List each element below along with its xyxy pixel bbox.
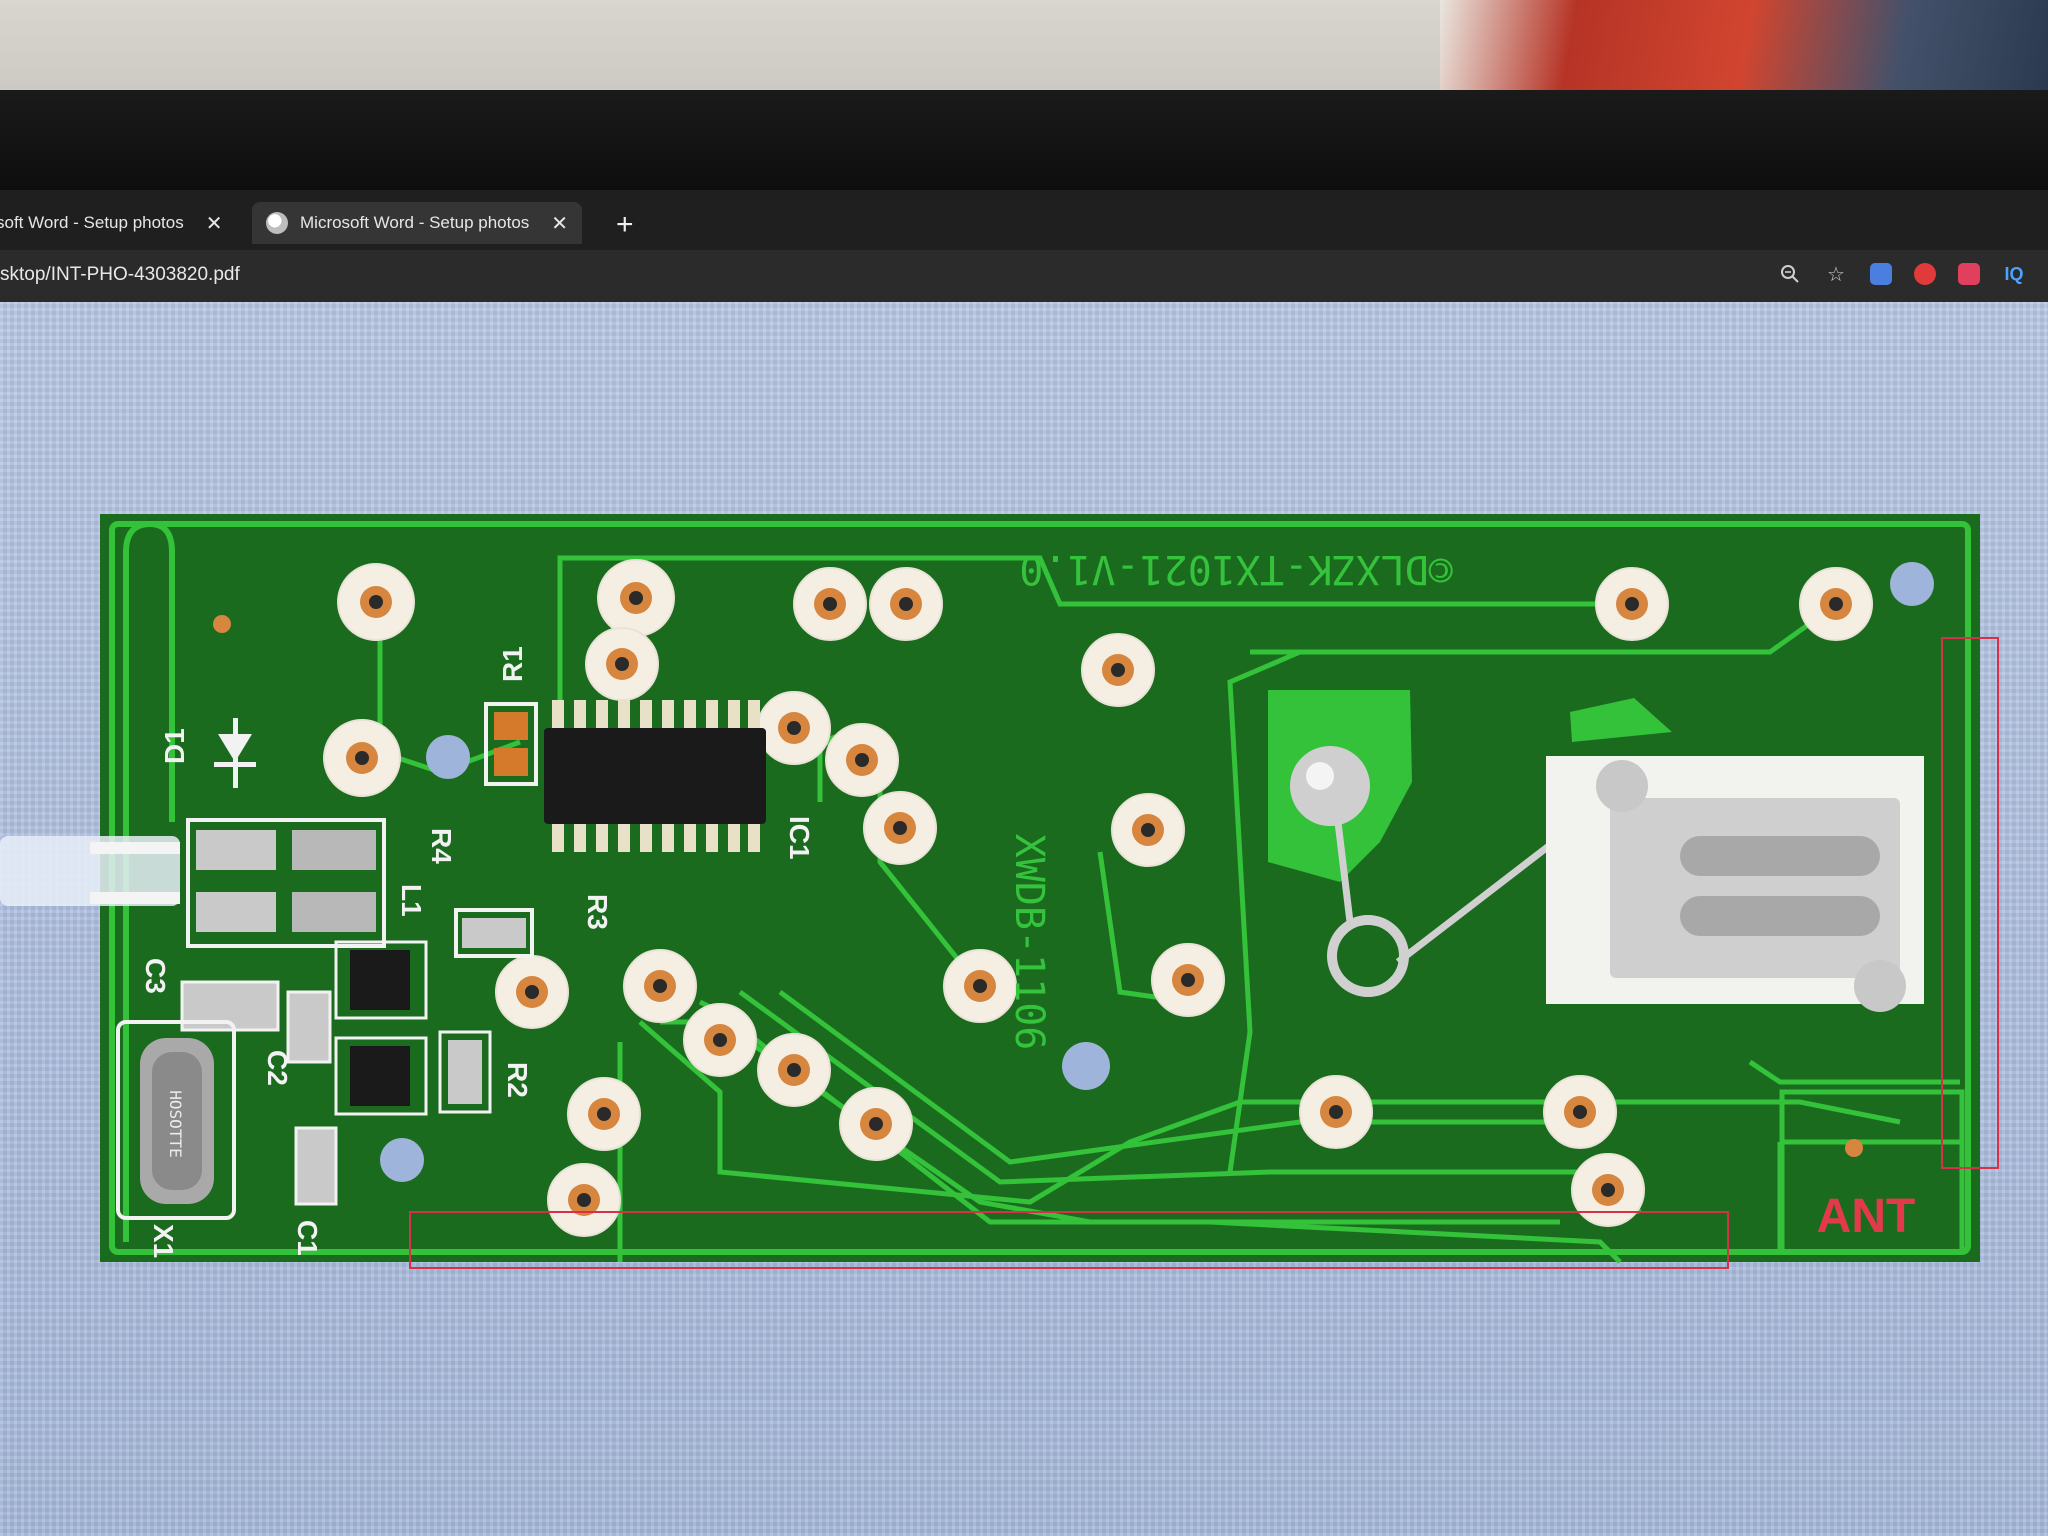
zoom-icon[interactable] [1778, 262, 1802, 286]
board-model-label: XWDB-1106 [1006, 834, 1052, 1051]
d1-label: D1 [159, 728, 190, 764]
toolbar-icons: ☆ IQ [1778, 262, 2026, 286]
annotation-box-bottom [409, 1211, 1729, 1269]
pcb-photo: ©DLXZK-TX1021-V1.0 XWDB-1106 ANT R1 D1 I… [0, 514, 1999, 1269]
board-version-label: ©DLXZK-TX1021-V1.0 [1019, 546, 1452, 592]
translate-extension-icon[interactable] [1870, 263, 1892, 285]
c3-label: C3 [140, 958, 171, 994]
globe-icon [266, 212, 288, 234]
tab-label: Microsoft Word - Setup photos [300, 213, 530, 232]
r2-label: R2 [502, 1062, 533, 1098]
plus-icon[interactable]: + [616, 208, 634, 241]
url-field[interactable]: sktop/INT-PHO-4303820.pdf [0, 264, 240, 285]
battery-contact-area [1268, 690, 1924, 1012]
background-photo [1440, 0, 2048, 100]
c1-label: C1 [292, 1220, 323, 1256]
pcb-trace [123, 520, 175, 1242]
ic1-chip [544, 700, 766, 852]
l1-label: L1 [396, 884, 427, 917]
tab-setup-photos-1[interactable]: soft Word - Setup photos ✕ [0, 202, 223, 244]
close-icon[interactable]: ✕ [551, 212, 569, 235]
r3-label: R3 [582, 894, 613, 930]
antenna-via [1845, 1139, 1863, 1157]
tab-label: soft Word - Setup photos [0, 213, 184, 232]
browser-tab-bar: soft Word - Setup photos ✕ Microsoft Wor… [0, 190, 2048, 250]
close-icon[interactable]: ✕ [205, 212, 223, 235]
antenna-pad [1779, 1089, 1965, 1255]
crystal-marking: HOSOTTE [166, 1090, 185, 1157]
antenna-label: ANT [1817, 1190, 1916, 1243]
annotation-box-right [1941, 637, 1999, 1169]
star-icon[interactable]: ☆ [1827, 263, 1845, 286]
tab-setup-photos-2[interactable]: Microsoft Word - Setup photos ✕ [252, 202, 583, 244]
r4-label: R4 [426, 828, 457, 864]
pink-extension-icon[interactable] [1958, 263, 1980, 285]
smd-components [0, 615, 538, 1220]
r1-label: R1 [497, 646, 528, 682]
mounting-holes [380, 562, 1934, 1182]
pcb-through-holes [323, 559, 1873, 1237]
iq-extension-icon[interactable]: IQ [2004, 263, 2024, 284]
c2-label: C2 [262, 1050, 293, 1086]
x1-label: X1 [148, 1224, 179, 1258]
red-extension-icon[interactable] [1914, 263, 1936, 285]
pdf-viewer-content: ©DLXZK-TX1021-V1.0 XWDB-1106 ANT R1 D1 I… [0, 302, 2048, 1536]
address-bar: sktop/INT-PHO-4303820.pdf ☆ IQ [0, 250, 2048, 302]
monitor-bezel [0, 90, 2048, 190]
ic1-label: IC1 [784, 816, 815, 860]
